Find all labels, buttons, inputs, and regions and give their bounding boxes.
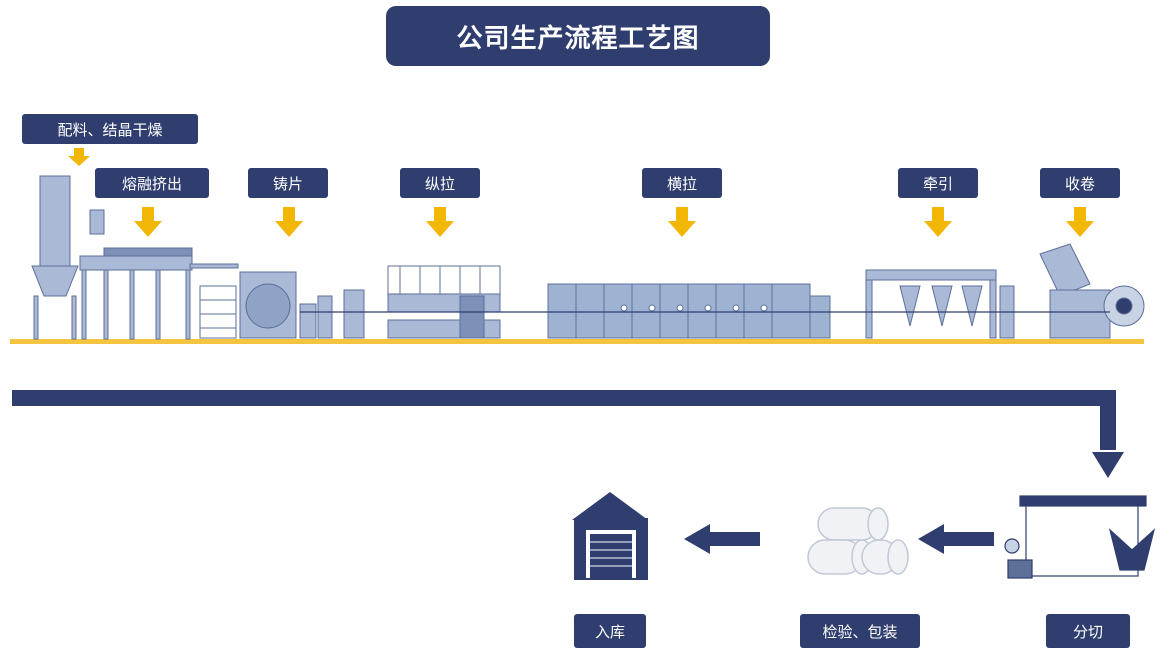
flow-return-arrow [12, 390, 1124, 478]
stage-label-traction: 牵引 [898, 168, 978, 198]
slitter-icon [1004, 495, 1156, 579]
stage-label-slitting: 分切 [1046, 614, 1130, 648]
production-floor-line [10, 339, 1144, 344]
arrow-down-icon [1066, 207, 1094, 237]
arrow-left-icon [684, 524, 760, 554]
film-rolls-icon [807, 507, 909, 575]
stage-label-winding: 收卷 [1040, 168, 1120, 198]
casting-drum-icon [199, 271, 365, 339]
transverse-stretch-oven-icon [547, 283, 831, 339]
stage-label-warehousing: 入库 [574, 614, 646, 648]
arrow-down-icon [668, 207, 696, 237]
arrow-down-icon [275, 207, 303, 237]
arrow-down-icon [134, 207, 162, 237]
stage-arrows [68, 148, 1094, 237]
traction-unit-icon [865, 269, 1015, 339]
extruder-icon [79, 209, 239, 340]
dryer-silo-icon [31, 175, 79, 340]
stage-label-inspection-packing: 检验、包装 [800, 614, 920, 648]
stage-label-longitudinal-stretch: 纵拉 [400, 168, 480, 198]
winder-icon [1039, 243, 1145, 339]
warehouse-icon [572, 492, 648, 580]
arrow-down-icon [924, 207, 952, 237]
stage-label-casting: 铸片 [248, 168, 328, 198]
arrow-down-icon [426, 207, 454, 237]
stage-label-batching-drying: 配料、结晶干燥 [22, 114, 198, 144]
page-title: 公司生产流程工艺图 [386, 6, 770, 66]
stage-label-melt-extrusion: 熔融挤出 [95, 168, 209, 198]
stage-label-transverse-stretch: 横拉 [642, 168, 722, 198]
longitudinal-stretcher-icon [387, 265, 501, 339]
arrow-down-icon [68, 148, 90, 166]
arrow-left-icon [918, 524, 994, 554]
